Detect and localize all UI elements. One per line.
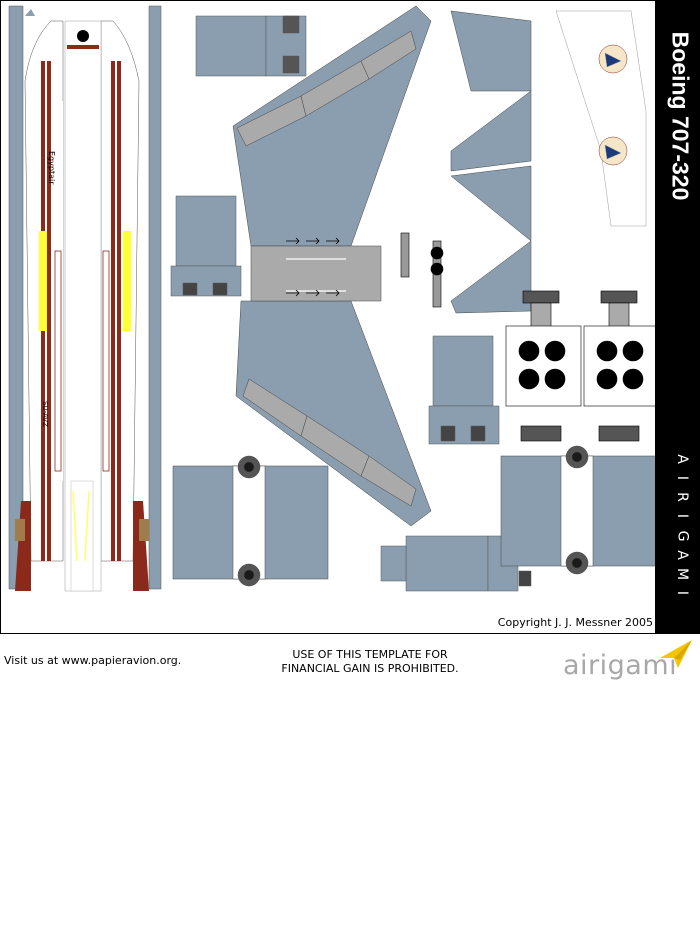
airigami-logo: airigami (563, 638, 698, 688)
engine-pod-left (170, 195, 242, 297)
usage-notice-line2: FINANCIAL GAIN IS PROHIBITED. (281, 662, 459, 675)
brand-letter: A (673, 549, 690, 560)
tail-fin (555, 10, 647, 227)
title-band (655, 1, 699, 633)
brand-vertical: A I R I G A M I (669, 451, 695, 601)
aircraft-title-text: Boeing 707-320 (667, 31, 694, 201)
registration-left: SU-AVZ (41, 401, 49, 427)
brand-letter: M (674, 567, 690, 580)
engine-pod-top (195, 15, 307, 77)
nose-gear (400, 232, 444, 308)
horizontal-stabilizer (450, 10, 532, 314)
livery-title-left: Egyptair (47, 151, 56, 185)
main-gear-right (583, 290, 660, 442)
copyright-text: Copyright J. J. Messner 2005 (497, 616, 653, 629)
fuselage-left: Egyptair SU-AVZ (8, 5, 64, 591)
usage-notice: USE OF THIS TEMPLATE FOR FINANCIAL GAIN … (240, 648, 500, 676)
template-sheet: Egyptair SU-AVZ (0, 0, 700, 634)
logo-text: airigami (563, 650, 678, 681)
website-link[interactable]: Visit us at www.papieravion.org. (4, 654, 182, 667)
main-gear-left (505, 290, 582, 442)
fuselage-right (64, 5, 162, 592)
main-wing (232, 5, 432, 527)
brand-letter: I (673, 476, 690, 481)
nacelle-panel-left (172, 455, 329, 587)
brand-letter: R (673, 492, 690, 503)
brand-letter: G (673, 530, 690, 541)
nacelle-panel-right (500, 445, 657, 575)
paper-plane-icon (660, 640, 692, 668)
brand-letter: I (673, 590, 690, 596)
brand-letter: A (673, 454, 690, 464)
aircraft-title: Boeing 707-320 (658, 1, 699, 231)
usage-notice-line1: USE OF THIS TEMPLATE FOR (292, 648, 448, 661)
brand-letter: I (673, 514, 690, 519)
papercraft-artwork: Egyptair SU-AVZ (8, 5, 687, 592)
engine-pod-right (428, 335, 500, 445)
